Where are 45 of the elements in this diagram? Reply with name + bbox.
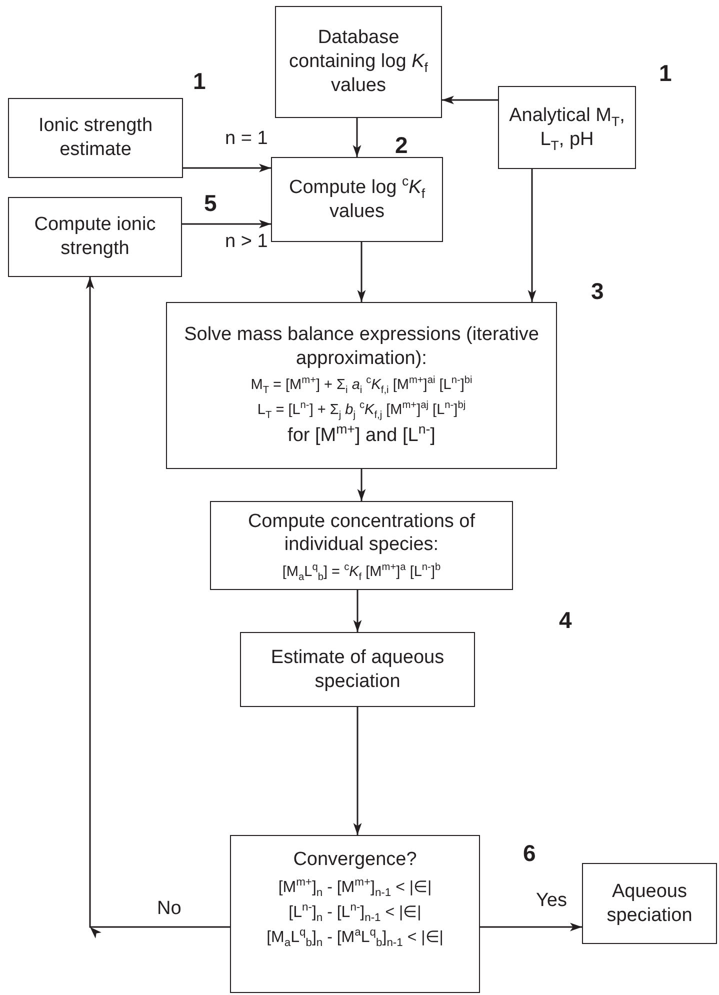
node-text: Compute concentrations of individual species: xyxy=(246,510,476,558)
node-text: Ionic strength estimate xyxy=(37,114,154,162)
arrow xyxy=(442,96,498,104)
step-number: 4 xyxy=(559,607,572,634)
step-number: 2 xyxy=(395,132,408,159)
node-text: Analytical M$_{T}$, L$_{T}$, pH xyxy=(508,104,626,152)
node-text: for [M$^{m+}$] and [L$^{n-}$] xyxy=(288,424,436,448)
output-box xyxy=(582,863,717,944)
process-box xyxy=(240,632,475,707)
process-box xyxy=(275,6,442,118)
arrow xyxy=(86,277,230,938)
node-text: Estimate of aqueous speciation xyxy=(270,646,446,694)
arrow xyxy=(353,707,362,835)
step-number: 1 xyxy=(193,68,206,95)
node-text: Compute log $^{c}$K$_{f}$ values xyxy=(288,176,426,224)
process-box xyxy=(8,98,183,178)
input-box xyxy=(498,86,636,169)
node-text: Database containing log K$_{f}$ values xyxy=(288,26,429,98)
arrow xyxy=(480,922,582,932)
arrow xyxy=(352,118,362,157)
step-number: 3 xyxy=(591,278,604,305)
node-text: Solve mass balance expressions (iterative approximation): xyxy=(183,322,540,370)
step-number: 6 xyxy=(523,840,536,867)
process-box xyxy=(8,197,182,277)
arrow xyxy=(353,590,362,632)
arrow xyxy=(183,164,271,172)
step-number: 5 xyxy=(204,190,217,217)
equation-text: [M$^{m+}$]$_{n}$ - [M$^{m+}$]$_{n-1}$ < |∈| xyxy=(278,878,432,897)
equation-text: [M$_{a}$L$^{q}$$_{b}$] = $^{c}$K$_{f}$ [M$^{m+}$]$^{a}$ [L$^{n-}$]$^{b}$ xyxy=(282,564,441,582)
equation-text: M$_{T}$ = [M$^{m+}$] + Σ$_{i}$ a$_{i}$ $^{c}$K$_{f,i}$ [M$^{m+}$]$^{ai}$ [L$^{n-}$]$^{bi}$ xyxy=(250,377,472,395)
equation-text: [L$^{n-}$]$_{n}$ - [L$^{n-}$]$_{n-1}$ < |∈| xyxy=(288,902,422,922)
arrow xyxy=(357,469,366,501)
process-box xyxy=(166,302,557,469)
equation-text: [M$_{a}$L$^{q}$$_{b}$]$_{n}$ - [M$^{a}$L$^{q}$$_{b}$]$_{n-1}$ < |∈| xyxy=(266,928,444,948)
node-text: Compute ionic strength xyxy=(33,213,157,261)
process-box xyxy=(271,157,443,242)
node-text: Convergence? xyxy=(293,848,417,872)
node-text: Aqueous speciation xyxy=(606,880,694,928)
arrow xyxy=(182,220,271,228)
decision-box xyxy=(230,835,480,993)
equation-text: L$_{T}$ = [L$^{n-}$] + Σ$_{j}$ b$_{j}$ $^{c}$K$_{f,j}$ [M$^{m+}$]$^{aj}$ [L$^{n-}$]$^{bj}$ xyxy=(257,402,466,420)
process-box xyxy=(210,501,513,590)
arrow xyxy=(528,169,536,302)
arrow xyxy=(357,242,366,302)
step-number: 1 xyxy=(659,60,672,87)
